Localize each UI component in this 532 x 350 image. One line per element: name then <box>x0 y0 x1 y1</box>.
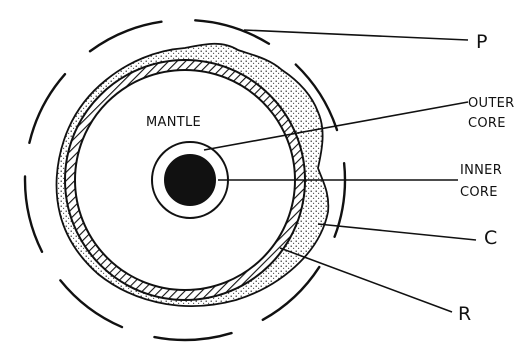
inner-core <box>165 155 215 205</box>
label-mantle: MANTLE <box>146 115 201 130</box>
leader-p <box>244 30 468 40</box>
label-p: P <box>476 31 487 53</box>
label-c: C <box>484 227 497 249</box>
label-inner-core-line1: INNER <box>460 163 502 178</box>
label-r: R <box>458 303 471 325</box>
label-inner-core-line2: CORE <box>460 185 498 200</box>
leader-c <box>318 224 476 240</box>
label-outer-core-line1: OUTER <box>468 96 514 111</box>
leader-r <box>280 248 452 312</box>
label-outer-core-line2: CORE <box>468 116 506 131</box>
